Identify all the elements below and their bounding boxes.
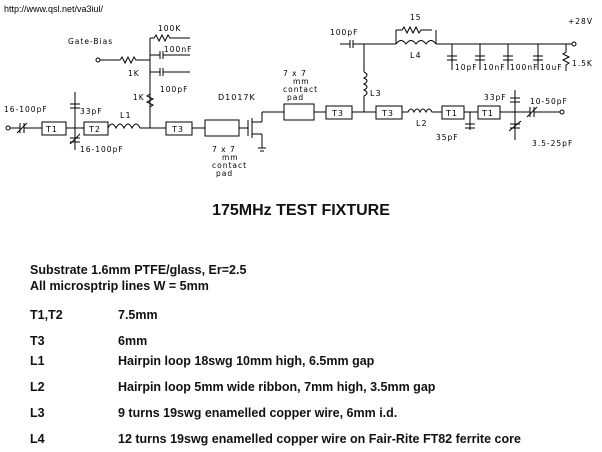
pad-bottom-l4: pad [216, 169, 233, 178]
l2-label: L2 [416, 119, 428, 128]
input-section: 16-100pF T1 33pF 16-100pF T2 L1 T3 [4, 92, 248, 154]
gate-bias-label: Gate-Bias [68, 37, 113, 46]
notes-microstrip: All microsptrip lines W = 5mm [30, 279, 209, 293]
spec-row: L2 Hairpin loop 5mm wide ribbon, 7mm high… [30, 380, 435, 394]
l2-inductor [402, 108, 442, 114]
input-cap-label: 16-100pF [4, 105, 48, 114]
t2-line [83, 121, 109, 136]
spec-value: 12 turns 19swg enamelled copper wire on … [118, 432, 521, 446]
pad-top-l2: mm [293, 77, 310, 86]
transistor-d1017k: D1017K 7 x 7 mm contact pad [212, 93, 284, 178]
t2-label: T2 [88, 125, 101, 134]
cap-10nf-label: 10nF [483, 63, 506, 72]
supply-label: +28V [568, 17, 593, 26]
spec-value: 9 turns 19swg enamelled copper wire, 6mm… [118, 406, 398, 420]
cap-10pf-label: 10pF [455, 63, 478, 72]
r1k-b-label: 1K [133, 93, 145, 102]
trim-16-100-label: 16-100pF [80, 145, 124, 154]
l3-inductor [362, 71, 368, 112]
l3-label: L3 [370, 89, 382, 98]
t1c-label: T1 [481, 109, 494, 118]
output-section: 7 x 7 mm contact pad T3 L3 T3 L2 T1 35pF… [283, 44, 573, 148]
r1k-a-label: 1K [128, 69, 140, 78]
spec-value: 7.5mm [118, 308, 158, 322]
pad-top-l4: pad [287, 93, 304, 102]
c100pf-gate-label: 100pF [160, 85, 188, 94]
gate-contact-pad [204, 119, 240, 137]
t3b-label: T3 [331, 109, 344, 118]
r15-label: 15 [410, 13, 422, 22]
spec-key: L3 [30, 406, 45, 420]
spec-row: T1,T2 7.5mm [30, 308, 158, 322]
c33-out-label: 33pF [484, 93, 507, 102]
drain-contact-pad [283, 103, 315, 121]
cap-10uf-label: 10uF [540, 63, 563, 72]
source-url: http://www.qsl.net/va3iul/ [4, 4, 104, 14]
supply-network: 100pF 15 L4 +28V 10pF 10nF 100nF 10uF 1.… [330, 13, 593, 72]
notes-block: Substrate 1.6mm PTFE/glass, Er=2.5 All m… [30, 262, 246, 294]
c100nf-top-label: 100nF [164, 45, 192, 54]
out-cap-label: 10-50pF [530, 97, 568, 106]
c100pf-supply-label: 100pF [330, 28, 358, 37]
spec-value: Hairpin loop 18swg 10mm high, 6.5mm gap [118, 354, 375, 368]
notes-substrate: Substrate 1.6mm PTFE/glass, Er=2.5 [30, 263, 247, 277]
t3a-label: T3 [171, 125, 184, 134]
spec-key: L2 [30, 380, 45, 394]
spec-key: T3 [30, 334, 45, 348]
device-label: D1017K [218, 93, 256, 102]
spec-key: L4 [30, 432, 45, 446]
schematic-diagram: http://www.qsl.net/va3iul/ 16-100pF T1 3… [4, 4, 593, 178]
diagram-title: 175MHz TEST FIXTURE [212, 202, 390, 219]
l4-inductor [395, 40, 437, 45]
l1-inductor [107, 123, 150, 130]
l1-label: L1 [120, 111, 132, 120]
c33-in-label: 33pF [80, 107, 103, 116]
spec-row: L1 Hairpin loop 18swg 10mm high, 6.5mm ga… [30, 354, 374, 368]
spec-row: T3 6mm [30, 334, 147, 348]
t1b-label: T1 [445, 109, 458, 118]
pad-bottom-l2: mm [222, 153, 239, 162]
l4-label: L4 [410, 51, 422, 60]
spec-value: Hairpin loop 5mm wide ribbon, 7mm high, … [118, 380, 436, 394]
pad-bottom-l1: 7 x 7 [212, 145, 236, 154]
trim-3-5-25-label: 3.5-25pF [532, 139, 573, 148]
c35pf-label: 35pF [436, 133, 459, 142]
pad-top-l1: 7 x 7 [283, 69, 307, 78]
spec-key: L1 [30, 354, 45, 368]
t1a-label: T1 [45, 125, 58, 134]
spec-row: L3 9 turns 19swg enamelled copper wire, 6… [30, 406, 397, 420]
spec-value: 6mm [118, 334, 148, 348]
pad-bottom-l3: contact [212, 161, 247, 170]
gate-bias-network: Gate-Bias 100K 100nF 1K 100pF 1K [68, 24, 192, 128]
spec-row: L4 12 turns 19swg enamelled copper wire o… [30, 432, 521, 446]
spec-key: T1,T2 [30, 308, 63, 322]
cap-100nf-label: 100nF [510, 63, 538, 72]
r100k-label: 100K [158, 24, 181, 33]
r1-5k-label: 1.5K [572, 59, 593, 68]
pad-top-l3: contact [283, 85, 318, 94]
t3c-label: T3 [381, 109, 394, 118]
